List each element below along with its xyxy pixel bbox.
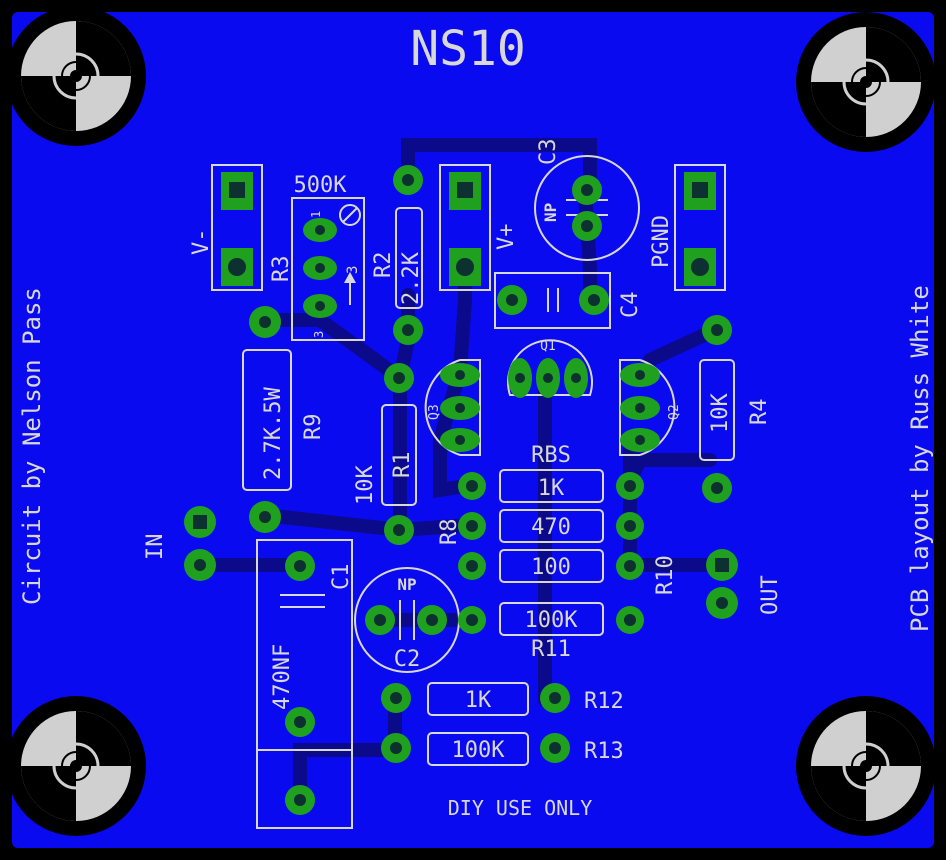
v-plus-label: V+ [494, 224, 519, 251]
r3-pin1: 1 [309, 211, 323, 218]
r10-label: R10 [653, 555, 678, 595]
r9-value: 2.7K.5W [261, 387, 286, 480]
r13-label: R13 [584, 739, 624, 764]
out-label: OUT [758, 575, 783, 615]
r11-outline [499, 602, 604, 636]
r9-outline [242, 349, 292, 491]
r11-value: 100K [525, 608, 579, 633]
in-label: IN [143, 534, 168, 561]
r2-outline [395, 207, 423, 309]
r13-outline [427, 732, 529, 766]
r10-value: 100 [531, 555, 571, 580]
c4-outline [494, 272, 611, 329]
rbs-value: 1K [538, 476, 565, 501]
rbs-label: RBS [531, 443, 571, 468]
r1-outline [381, 404, 417, 506]
q3-label: Q3 [427, 404, 442, 420]
r9-label: R9 [301, 414, 326, 441]
mounting-hole-br [796, 696, 936, 836]
q1-label: Q1 [540, 339, 556, 354]
mounting-hole-bl [6, 696, 146, 836]
mounting-hole-tl [6, 6, 146, 146]
pgnd-label: PGND [649, 215, 674, 268]
board-title: NS10 [410, 21, 526, 77]
c2-np: NP [397, 575, 416, 594]
r12-label: R12 [584, 689, 624, 714]
r8-label: R8 [437, 519, 462, 546]
r1-label: R1 [390, 452, 415, 479]
r3-outline [291, 197, 365, 341]
r3-label: R3 [269, 256, 294, 283]
left-credit: Circuit by Nelson Pass [18, 287, 46, 605]
r3-pin3: 3 [345, 266, 361, 274]
pgnd-outline [674, 164, 726, 291]
c2-label: C2 [394, 647, 421, 672]
mounting-hole-tr [796, 12, 936, 152]
r1-value: 10K [353, 465, 378, 505]
c3-label: C3 [536, 139, 561, 166]
c1-label: C1 [329, 564, 354, 591]
c3-np: NP [541, 203, 560, 222]
r4-outline [699, 359, 735, 461]
r4-label: R4 [747, 399, 772, 426]
c3-outline [534, 155, 640, 261]
r13-value: 100K [452, 738, 506, 763]
r4-value: 10K [708, 393, 733, 433]
r12-value: 1K [465, 688, 492, 713]
r10-outline [499, 549, 604, 583]
c4-label: C4 [618, 292, 643, 319]
r2-value: 2.2K [399, 251, 424, 305]
r2-label: R2 [371, 252, 396, 279]
r8-outline [499, 509, 604, 543]
r11-label: R11 [531, 637, 571, 662]
r3-value: 500K [294, 173, 348, 198]
r3-pin3b: 3 [312, 331, 326, 338]
r8-value: 470 [531, 515, 571, 540]
silkscreen-text: NS10 DIY USE ONLY Circuit by Nelson Pass… [18, 21, 934, 820]
v-minus-outline [211, 164, 263, 291]
right-credit: PCB layout by Russ White [906, 285, 934, 632]
copper-pour [12, 12, 934, 848]
footer-text: DIY USE ONLY [448, 796, 593, 820]
v-minus-label: V- [189, 229, 214, 256]
pads [184, 165, 738, 815]
r12-outline [427, 682, 529, 716]
c1-value: 470NF [270, 644, 295, 710]
v-plus-outline [439, 164, 491, 291]
q2-label: Q2 [667, 404, 682, 420]
rbs-outline [499, 469, 604, 503]
